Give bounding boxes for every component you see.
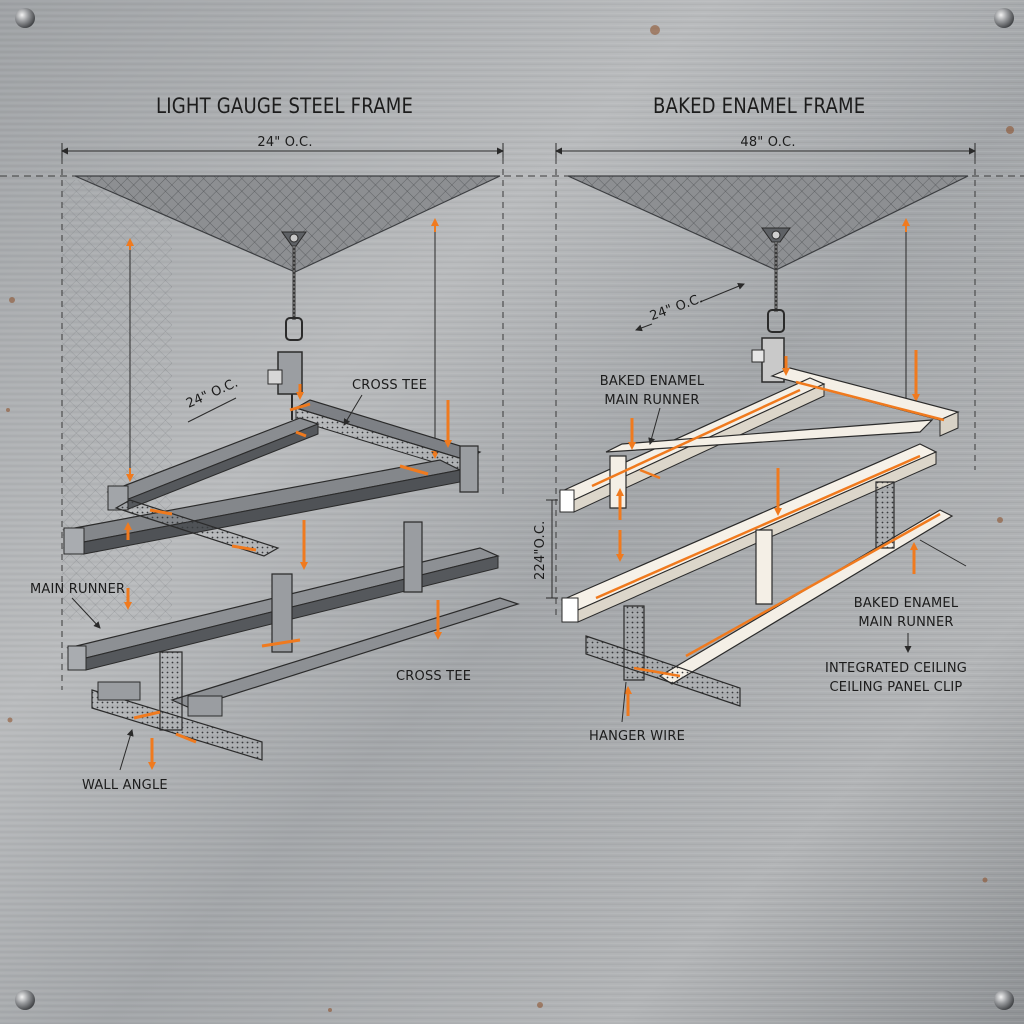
right-orange-stripes	[591, 380, 945, 678]
left-orange-markers	[133, 402, 429, 744]
right-panel-title: BAKED ENAMEL FRAME	[653, 94, 866, 118]
label-baked-enamel-main-runner-right: BAKED ENAMEL MAIN RUNNER	[853, 596, 959, 630]
hanger-wire-leader	[621, 681, 627, 723]
label-wall-angle: WALL ANGLE	[82, 778, 168, 793]
right-vertical-dimension: 224"O.C.	[533, 520, 548, 580]
left-frame-diagram	[61, 143, 520, 771]
left-panel-title: LIGHT GAUGE STEEL FRAME	[156, 94, 414, 118]
label-cross-tee-top: CROSS TEE	[352, 378, 428, 393]
label-main-runner: MAIN RUNNER	[30, 582, 126, 597]
right-spacing-dimension-line	[699, 283, 745, 303]
rivet-bottom-right	[994, 990, 1014, 1010]
rivet-top-right	[994, 8, 1014, 28]
left-top-dimension: 24" O.C.	[257, 135, 313, 150]
label-baked-enamel-main-runner-top: BAKED ENAMEL MAIN RUNNER	[599, 374, 705, 408]
main-runner-leader	[71, 597, 101, 629]
right-clip-assembly	[585, 605, 741, 707]
rivet-top-left	[15, 8, 35, 28]
cross-tee-top-leader	[343, 394, 363, 426]
right-hanger-assembly	[751, 227, 791, 383]
baked-enamel-right-leader	[919, 539, 967, 567]
right-orange-arrows	[616, 356, 918, 716]
rust-spots	[6, 25, 1014, 1012]
left-middle-cross-tee	[114, 499, 280, 557]
rivet-bottom-left	[15, 990, 35, 1010]
left-spacing-dimension-line	[187, 397, 237, 423]
left-wall-angle-assembly	[91, 651, 263, 761]
left-main-runner-lower	[170, 597, 520, 709]
label-hanger-wire: HANGER WIRE	[589, 729, 685, 744]
right-frame-diagram	[546, 143, 976, 723]
label-cross-tee-bottom: CROSS TEE	[396, 669, 472, 684]
right-top-dimension: 48" O.C.	[740, 135, 796, 150]
label-integrated-ceiling-clip: INTEGRATED CEILING CEILING PANEL CLIP	[824, 661, 968, 695]
baked-enamel-top-leader	[648, 407, 661, 445]
wall-angle-leader	[119, 729, 134, 771]
left-orange-arrows	[124, 384, 452, 770]
right-cross-runner-middle	[605, 419, 934, 453]
left-hanger-assembly	[267, 231, 307, 420]
